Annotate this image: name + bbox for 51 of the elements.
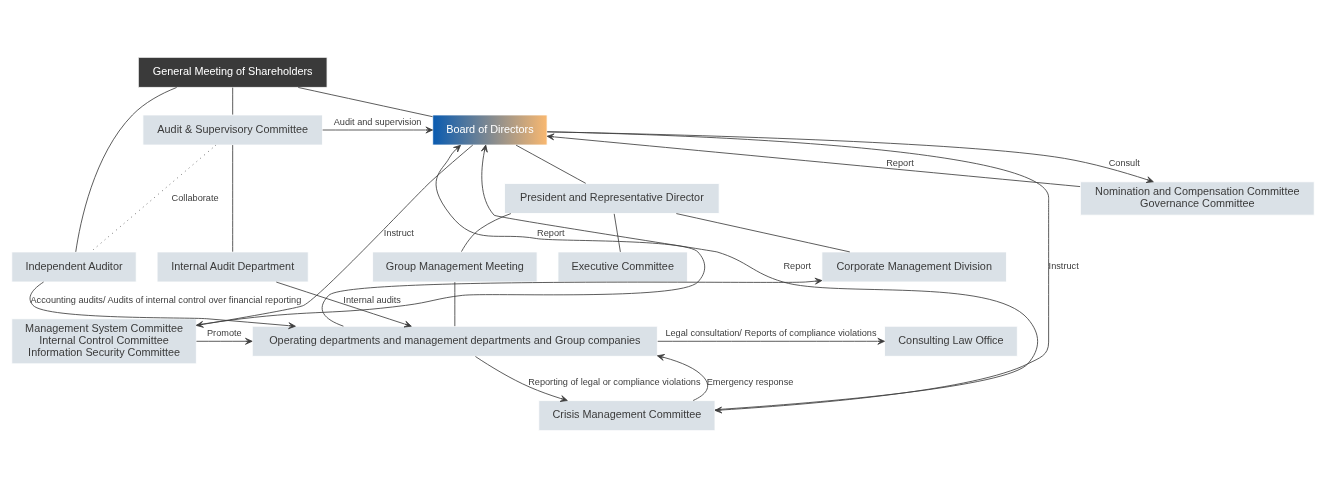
- edge-label: Report: [537, 227, 565, 238]
- node-box: Corporate Management Division: [821, 251, 1007, 283]
- node-box: Audit & Supervisory Committee: [142, 114, 323, 146]
- arrow: [546, 131, 1050, 414]
- edge-label: Emergency response: [706, 376, 794, 387]
- node-box: Crisis Management Committee: [538, 400, 716, 432]
- arrow: [322, 126, 433, 134]
- edge-label: Consult: [1108, 157, 1140, 168]
- edge-label: Accounting audits/ Audits of internal control over financial reporting: [30, 294, 302, 305]
- node-box: President and Representative Director: [504, 183, 720, 214]
- arrow: [657, 354, 709, 401]
- edge-label: Collaborate: [171, 192, 219, 203]
- edge-label: Instruct: [1048, 261, 1079, 272]
- node-box: Nomination and Compensation Committee Governance Committee: [1079, 181, 1315, 216]
- node-box: Consulting Law Office: [884, 325, 1018, 357]
- arrow: [275, 281, 412, 328]
- connector: [613, 213, 621, 253]
- edge-label: Instruct: [383, 227, 414, 238]
- node-box: Group Management Meeting: [372, 251, 538, 283]
- connector: [461, 213, 512, 252]
- arrow: [321, 277, 823, 327]
- node-box: Board of Directors: [432, 114, 548, 146]
- arrow: [196, 144, 706, 326]
- connector: [515, 144, 587, 184]
- node-box: General Meeting of Shareholders: [137, 56, 328, 88]
- arrow: [481, 144, 1039, 411]
- edge-label: Internal audits: [343, 294, 401, 305]
- arrow: [475, 356, 568, 402]
- arrow: [657, 337, 885, 345]
- edge-label: Report: [886, 157, 914, 168]
- edge-label: Legal consultation/ Reports of compliance violations: [665, 328, 877, 339]
- arrow: [29, 281, 296, 330]
- arrow: [196, 144, 474, 328]
- node-box: Operating departments and management departments and Group companies: [251, 325, 658, 357]
- edge-label: Promote: [206, 328, 242, 339]
- node-box: Executive Committee: [557, 251, 688, 283]
- arrow: [196, 337, 253, 345]
- edge-label: Report: [783, 261, 812, 272]
- edge-label: Reporting of legal or compliance violations: [528, 376, 701, 387]
- edge-label: Audit and supervision: [333, 116, 422, 127]
- connector: [75, 87, 178, 253]
- connector: [675, 213, 851, 253]
- connector: [297, 87, 433, 118]
- connector: [454, 281, 456, 327]
- node-box: Management System Committee Internal Control Committee Information Security Committee: [11, 318, 197, 365]
- arrow: [546, 131, 1154, 183]
- connector: [232, 144, 234, 253]
- node-box: Internal Audit Department: [156, 251, 309, 283]
- node-box: Independent Auditor: [11, 251, 137, 283]
- connector: [232, 87, 234, 116]
- arrow: [546, 133, 1081, 187]
